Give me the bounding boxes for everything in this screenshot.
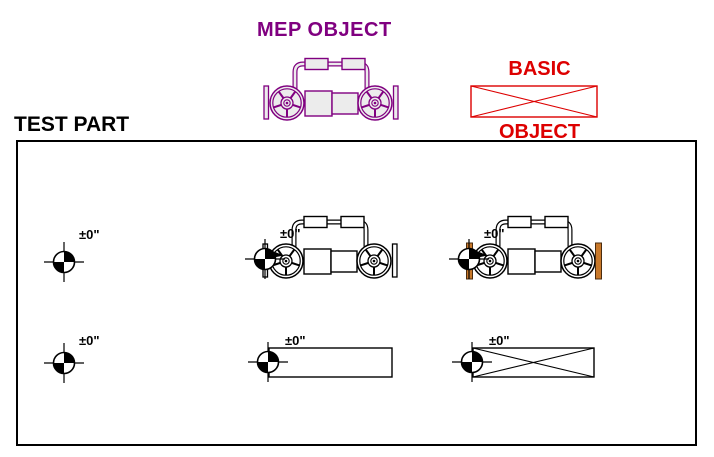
elevation-arrowhead-icon (265, 248, 284, 259)
spot-elevation-marker-icon (43, 241, 85, 283)
basic-object-label-line1: BASIC (508, 58, 571, 80)
elevation-label: ±0" (489, 333, 510, 348)
test-part-boundary (16, 140, 697, 446)
spot-elevation-marker-icon (247, 341, 289, 383)
basic-object-label: BASIC OBJECT (477, 17, 602, 185)
elevation-label: ±0" (79, 333, 100, 348)
elevation-label: ±0" (79, 227, 100, 242)
elevation-label: ±0" (280, 226, 301, 241)
elevation-label: ±0" (285, 333, 306, 348)
basic-crossed-box-icon (470, 85, 598, 118)
elevation-label: ±0" (484, 226, 505, 241)
elevation-arrowhead-icon (469, 248, 488, 259)
spot-elevation-marker-icon (451, 341, 493, 383)
basic-object-label-line2: OBJECT (498, 121, 581, 143)
mep-object-label: MEP OBJECT (257, 19, 392, 41)
orange-end-fitting-right (595, 242, 602, 280)
test-part-title: TEST PART (14, 113, 130, 136)
mep-valve-assembly-icon (263, 56, 399, 122)
